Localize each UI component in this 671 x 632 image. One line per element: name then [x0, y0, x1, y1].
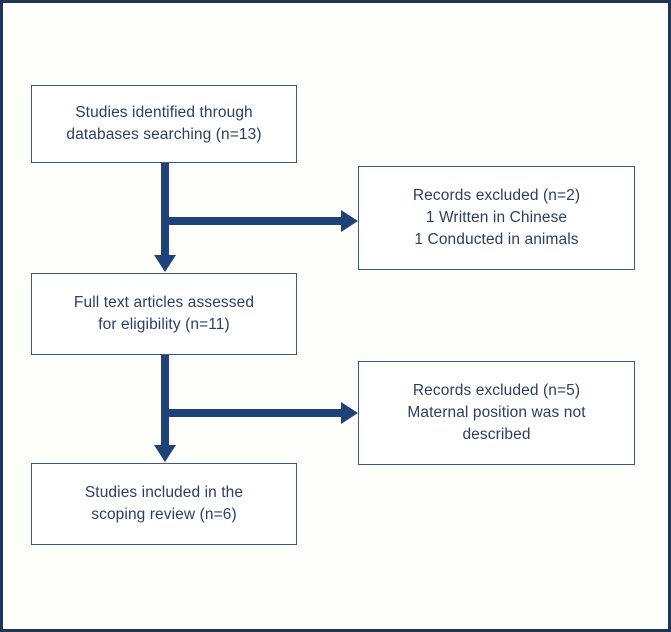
box-studies-included-label: Studies included in the scoping review (…: [84, 484, 244, 523]
connector-1-vertical-stem: [161, 163, 169, 255]
box-studies-included: Studies included in the scoping review (…: [31, 463, 297, 545]
box-studies-identified: Studies identified through databases sea…: [31, 85, 297, 163]
connector-1-arrow-down-icon: [154, 255, 176, 272]
connector-1-arrow-right-icon: [341, 210, 358, 232]
connector-1-horizontal-branch: [165, 217, 341, 225]
connector-2-horizontal-branch: [165, 409, 341, 417]
box-records-excluded-2: Records excluded (n=5) Maternal position…: [358, 361, 635, 465]
box-records-excluded-1-label: Records excluded (n=2) 1 Written in Chin…: [412, 187, 581, 248]
connector-2-vertical-stem: [161, 355, 169, 445]
connector-2-arrow-down-icon: [154, 445, 176, 462]
box-records-excluded-2-label: Records excluded (n=5) Maternal position…: [407, 382, 586, 443]
connector-2-arrow-right-icon: [341, 402, 358, 424]
box-studies-identified-label: Studies identified through databases sea…: [66, 104, 262, 143]
box-full-text-assessed-label: Full text articles assessed for eligibil…: [73, 294, 255, 333]
box-records-excluded-1: Records excluded (n=2) 1 Written in Chin…: [358, 166, 635, 270]
box-full-text-assessed: Full text articles assessed for eligibil…: [31, 273, 297, 355]
